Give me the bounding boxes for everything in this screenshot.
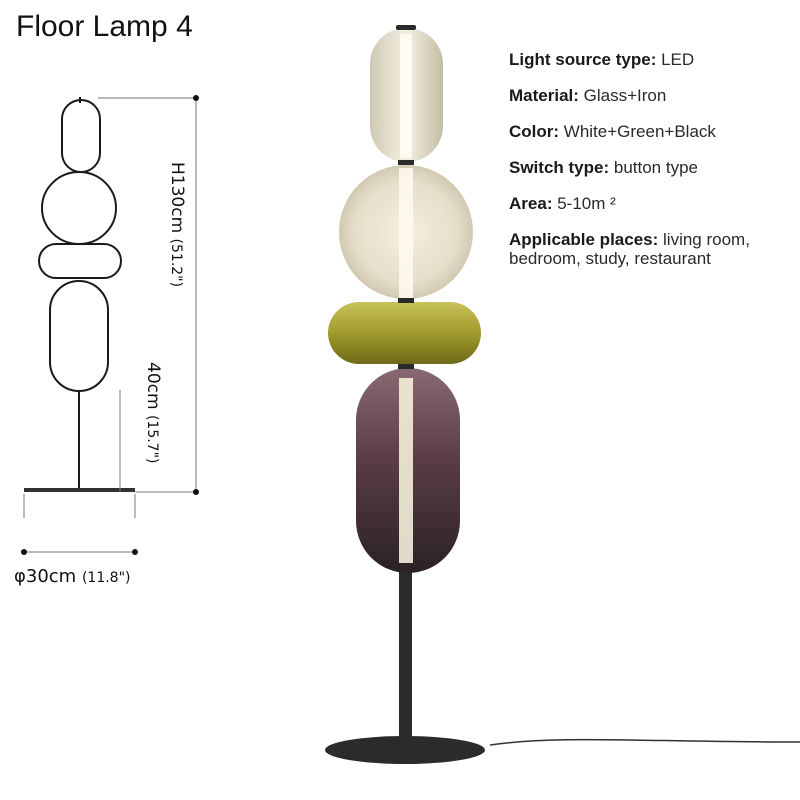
spec-row-material: MaterialGlass+Iron <box>509 86 794 105</box>
width-sub: (11.8") <box>81 570 131 586</box>
light-strip-top <box>400 34 412 158</box>
lamp-outline <box>38 97 122 488</box>
base-height-sub: (15.7") <box>144 414 160 464</box>
spec-label: Switch type <box>509 158 614 177</box>
spec-row-color: ColorWhite+Green+Black <box>509 122 794 141</box>
width-main: φ30cm <box>14 566 77 587</box>
connector-1 <box>398 160 414 165</box>
power-cord <box>489 738 800 746</box>
spec-value: button type <box>613 158 698 177</box>
light-strip-middle <box>399 168 413 300</box>
spec-label: Color <box>509 122 564 141</box>
connector-2 <box>398 298 414 303</box>
base-height-dimension-label: 40cm (15.7") <box>143 362 163 464</box>
product-title: Floor Lamp 4 <box>16 10 193 43</box>
outline-base <box>24 488 135 492</box>
lamp-cap <box>396 25 416 30</box>
dimension-dots <box>21 95 199 555</box>
spec-value: LED <box>661 50 695 69</box>
spec-row-light-source: Light source typeLED <box>509 50 794 69</box>
dimension-lines <box>23 97 197 553</box>
spec-value: White+Green+Black <box>563 122 716 141</box>
height-dimension-label: H130cm (51.2") <box>167 162 187 287</box>
spec-label: Area <box>509 194 557 213</box>
spec-row-places: Applicable placesliving room, bedroom, s… <box>509 230 794 268</box>
outline-shade-middle <box>41 171 117 245</box>
base-height-main: 40cm <box>143 362 163 410</box>
spec-value: Glass+Iron <box>583 86 667 105</box>
outline-shade-flat <box>38 243 122 279</box>
spec-label: Material <box>509 86 584 105</box>
spec-list: Light source typeLED MaterialGlass+Iron … <box>509 50 794 285</box>
connector-3 <box>398 364 414 369</box>
outline-shade-top <box>61 99 101 173</box>
shade-green <box>328 302 481 364</box>
spec-label: Light source type <box>509 50 661 69</box>
lamp-product-image <box>325 25 800 764</box>
outline-shade-bottom <box>49 280 109 392</box>
spec-value: living room, bedroom, study, restaurant <box>509 230 750 268</box>
width-dimension-label: φ30cm (11.8") <box>14 566 131 587</box>
light-strip-bottom <box>399 378 413 563</box>
spec-row-area: Area5-10m ² <box>509 194 794 213</box>
height-main: H130cm <box>167 162 187 234</box>
spec-value: 5-10m ² <box>557 194 616 213</box>
height-sub: (51.2") <box>168 238 184 288</box>
spec-label: Applicable places <box>509 230 663 249</box>
lamp-pole <box>399 565 412 750</box>
spec-row-switch: Switch typebutton type <box>509 158 794 177</box>
